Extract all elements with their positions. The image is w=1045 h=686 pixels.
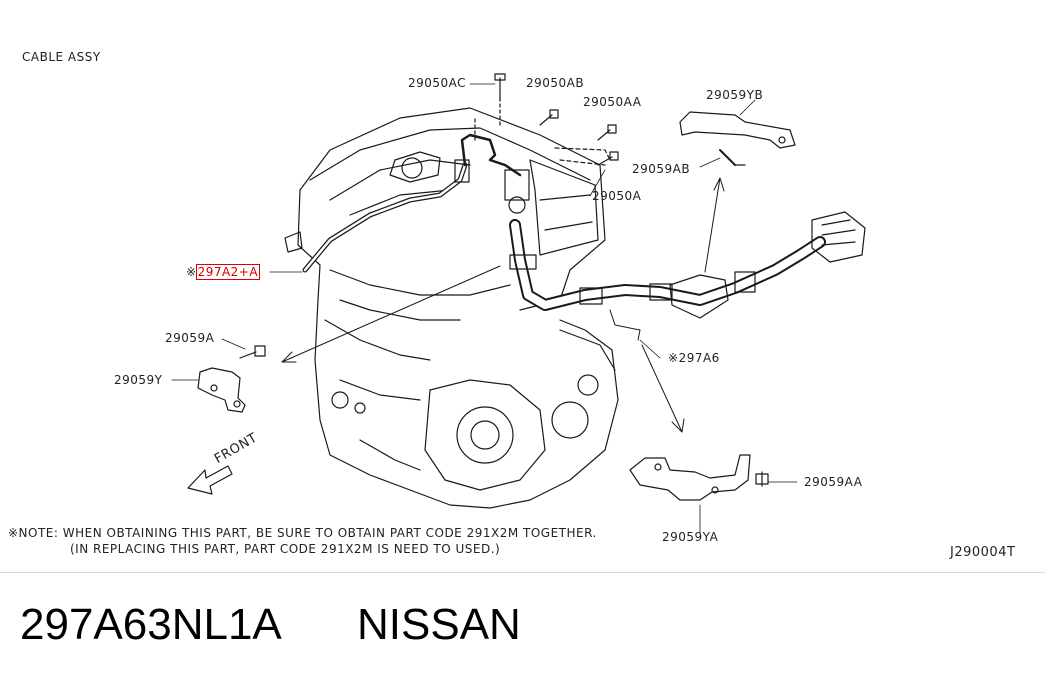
label-29050A: 29050A	[592, 189, 642, 203]
divider	[0, 572, 1045, 573]
harness-end-connector	[811, 211, 866, 263]
label-297A6-text: 297A6	[678, 351, 720, 365]
note-mark: ※	[668, 351, 679, 365]
bolt-29050AC	[494, 73, 506, 101]
part-code-highlight[interactable]: 297A2+A	[195, 264, 261, 280]
clip-b	[579, 287, 603, 305]
label-29059YA: 29059YA	[662, 530, 719, 544]
bracket-29059Y	[197, 367, 246, 413]
bracket-29059YB	[679, 111, 796, 149]
label-297A2-plus-A[interactable]: ※297A2+A	[186, 264, 261, 280]
label-29059AA: 29059AA	[804, 475, 863, 489]
bracket-29059YA	[629, 454, 751, 501]
harness-protector	[669, 274, 729, 319]
label-297A6: ※297A6	[668, 351, 720, 365]
label-29050AB: 29050AB	[526, 76, 585, 90]
sensor-connector-left	[454, 159, 470, 183]
engine-wiring-diagram	[171, 73, 866, 534]
bolt-29059AA	[755, 471, 769, 487]
engine-block-outline	[284, 107, 619, 509]
arrow-to-29059Y	[281, 265, 501, 363]
label-29050AC: 29050AC	[408, 76, 467, 90]
bolt-29059A	[239, 345, 266, 359]
connector-lead	[460, 133, 522, 177]
clip-a	[509, 254, 537, 270]
label-29059YB: 29059YB	[706, 88, 764, 102]
arrow-to-29059YB	[704, 177, 725, 273]
bolt-29050A	[597, 151, 619, 166]
note-mark: ※	[186, 265, 197, 279]
label-29059A: 29059A	[165, 331, 215, 345]
brand-caption: NISSAN	[357, 600, 521, 649]
sensor-connector-right	[504, 169, 530, 201]
note-line-1: ※NOTE: WHEN OBTAINING THIS PART, BE SURE…	[8, 526, 597, 540]
label-29050AA: 29050AA	[583, 95, 642, 109]
note-line-2: (IN REPLACING THIS PART, PART CODE 291X2…	[70, 542, 501, 556]
label-29059AB: 29059AB	[632, 162, 691, 176]
bolt-29050AA	[597, 124, 617, 141]
upper-harness	[302, 162, 468, 273]
part-number-caption: 297A63NL1A	[20, 600, 282, 649]
diagram-title: CABLE ASSY	[22, 50, 101, 64]
upper-harness-inner	[303, 163, 467, 272]
diagram-code: J290004T	[950, 545, 1016, 560]
clip-c	[649, 283, 673, 301]
label-29059Y: 29059Y	[114, 373, 163, 387]
bolt-29050AB	[539, 109, 559, 126]
front-arrow-icon	[187, 465, 233, 495]
clip-d	[734, 271, 756, 293]
arrow-to-29059YA	[641, 344, 685, 433]
